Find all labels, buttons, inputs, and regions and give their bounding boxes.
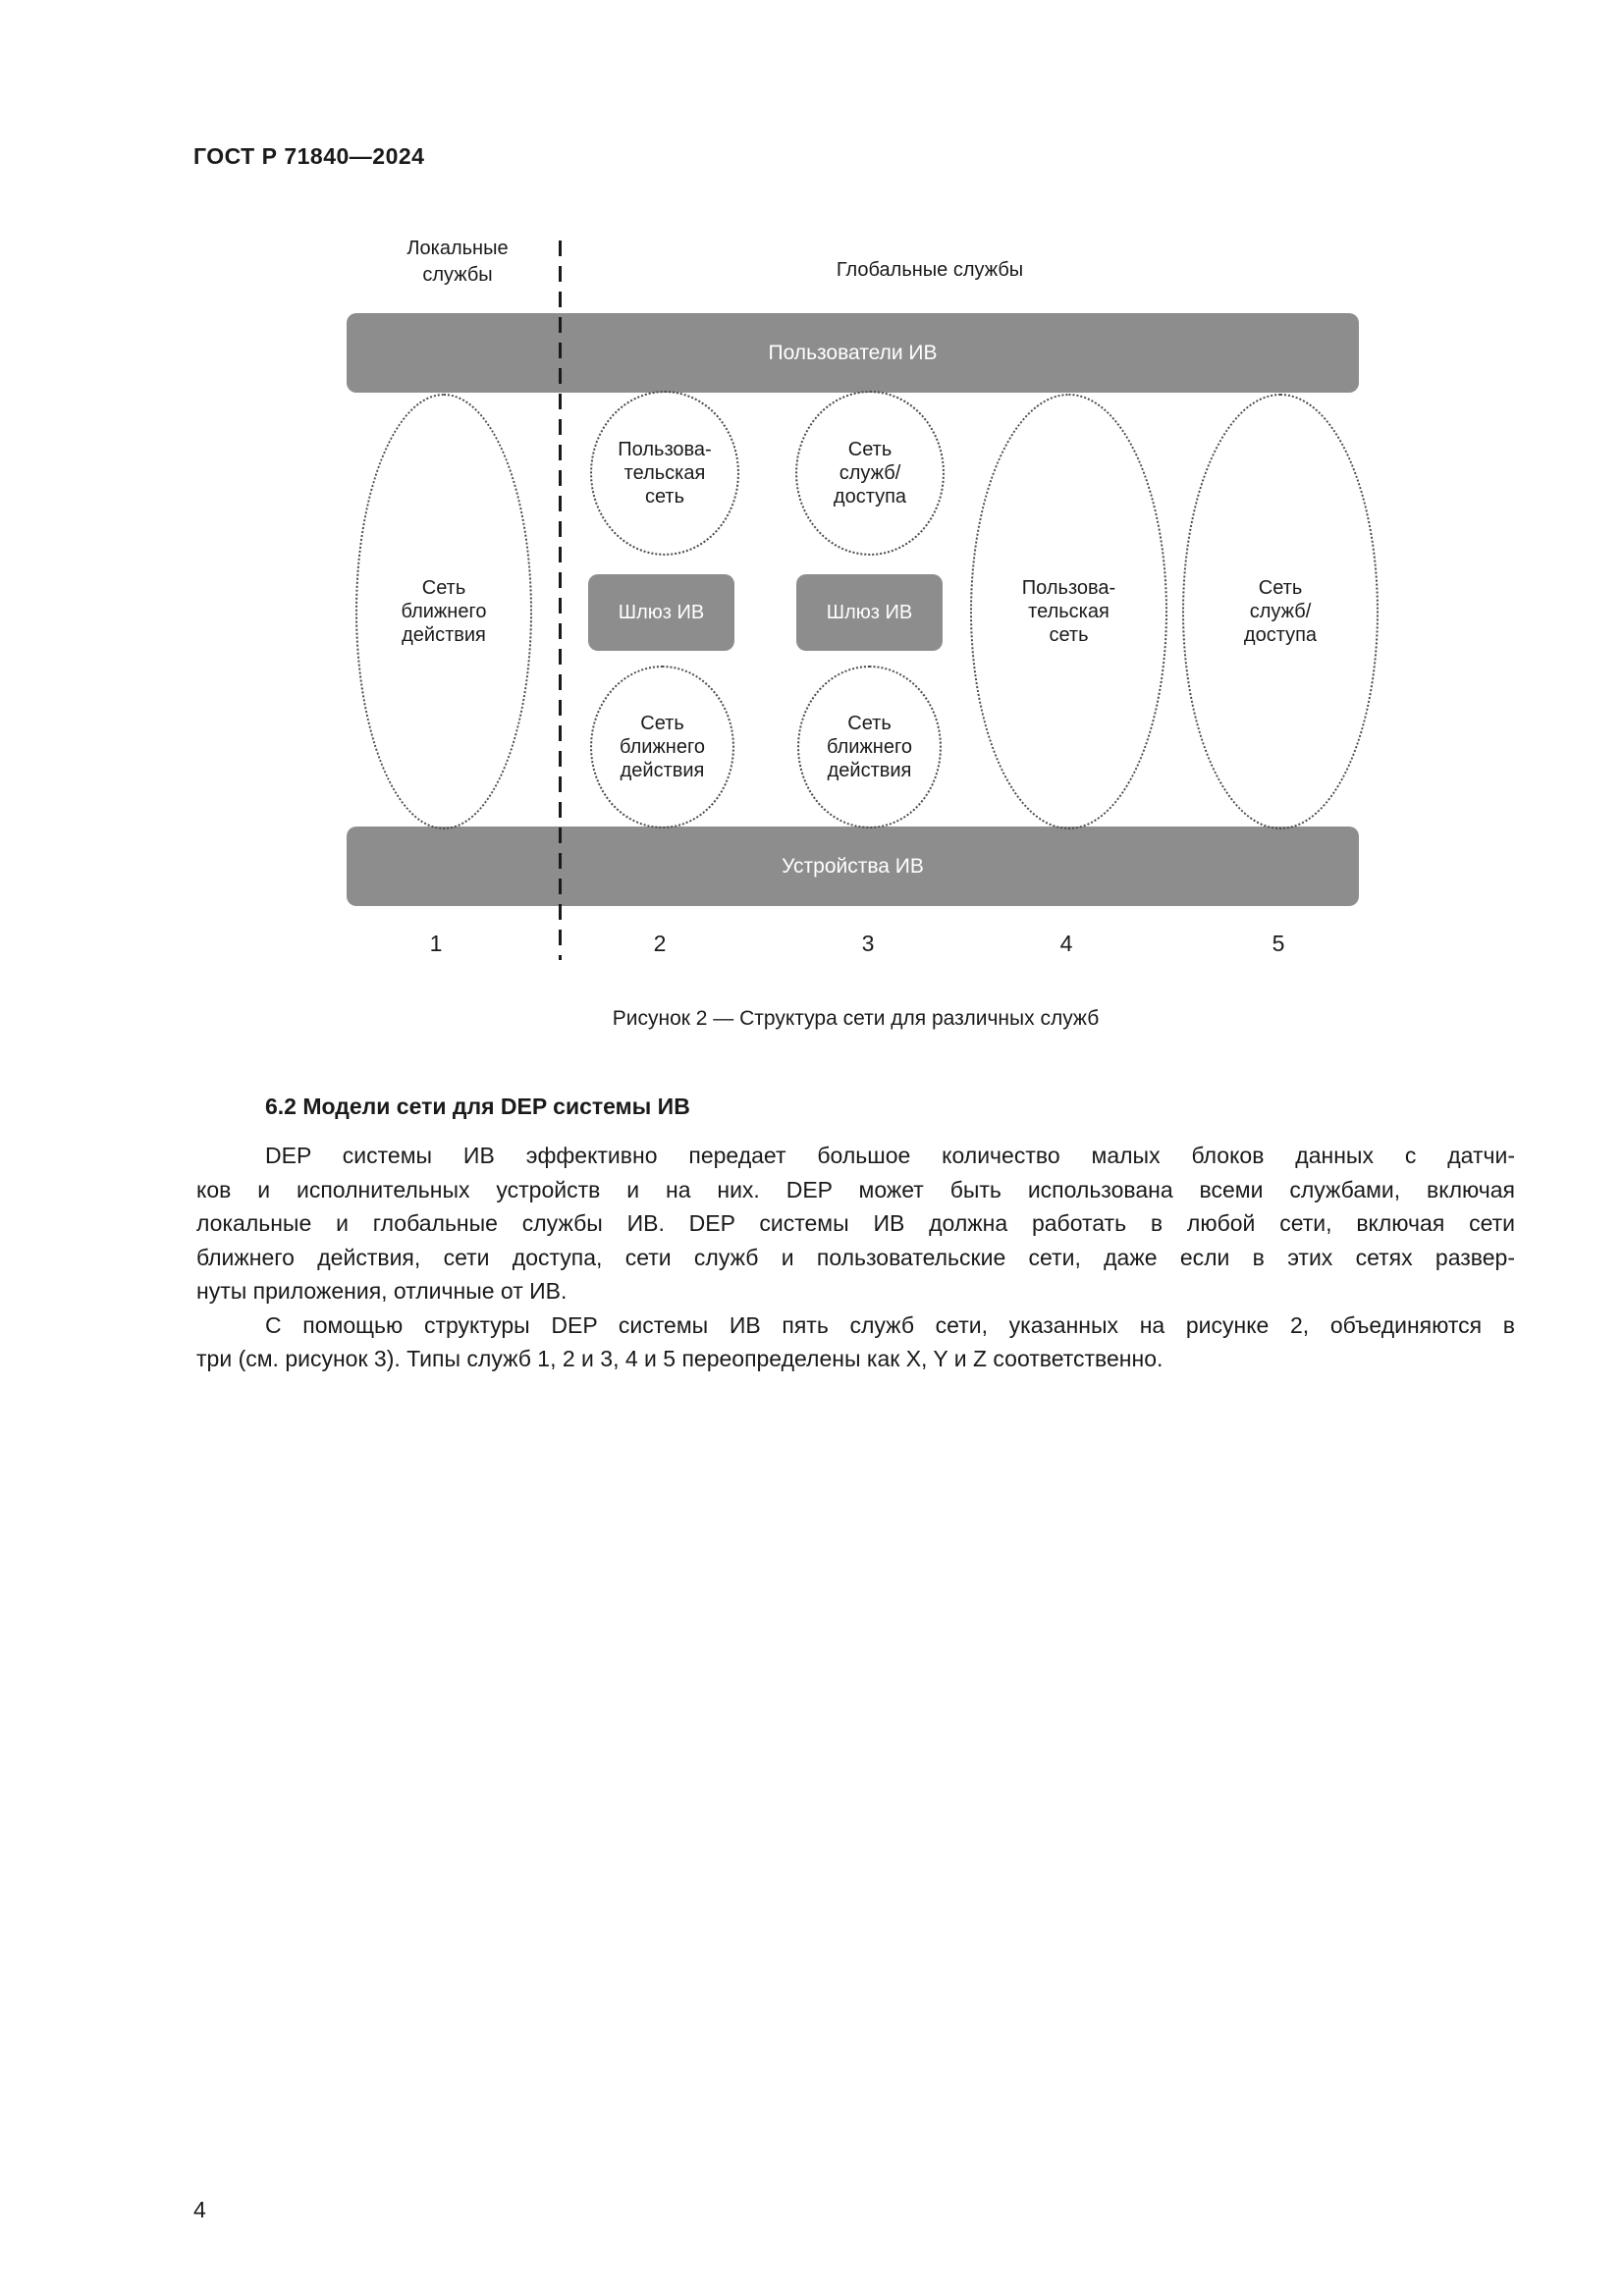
column-number-4: 4 <box>1059 931 1073 956</box>
section-heading: 6.2 Модели сети для DEP системы ИВ <box>265 1094 690 1119</box>
col2-iot-gateway-box: Шлюз ИВ <box>588 574 734 651</box>
paragraph-line: ков и исполнительных устройств и на них.… <box>196 1176 1515 1202</box>
paragraph-line: С помощью структуры DEP системы ИВ пять … <box>265 1311 1515 1338</box>
iot-devices-bar: Устройства ИВ <box>347 827 1359 906</box>
col5-service-access-network-ellipse: Сеть служб/ доступа <box>1182 394 1379 829</box>
paragraph-line: локальные и глобальные службы ИВ. DEP си… <box>196 1210 1515 1236</box>
zone-label-local-services: Локальные службы <box>406 238 509 286</box>
document-header: ГОСТ Р 71840—2024 <box>193 143 425 169</box>
col4-user-network-ellipse: Пользова- тельская сеть <box>970 394 1167 829</box>
figure-caption: Рисунок 2 — Структура сети для различных… <box>612 1007 1100 1030</box>
zone-label-global-services: Глобальные службы <box>836 259 1024 281</box>
col3-iot-gateway-box: Шлюз ИВ <box>796 574 943 651</box>
column-number-5: 5 <box>1272 931 1285 956</box>
col2-short-range-network-ellipse: Сеть ближнего действия <box>590 666 734 828</box>
col2-user-network-ellipse: Пользова- тельская сеть <box>590 391 739 556</box>
paragraph-line: три (см. рисунок 3). Типы служб 1, 2 и 3… <box>196 1346 1164 1371</box>
col3-service-access-network-ellipse: Сеть служб/ доступа <box>795 391 945 556</box>
paragraph-line: ближнего действия, сети доступа, сети сл… <box>196 1244 1515 1270</box>
column-number-2: 2 <box>653 931 667 956</box>
col1-short-range-network-ellipse: Сеть ближнего действия <box>355 394 532 829</box>
iot-users-bar: Пользователи ИВ <box>347 313 1359 393</box>
figure-2-diagram: Локальные службы Глобальные службы Польз… <box>0 0 1624 1080</box>
column-number-1: 1 <box>429 931 443 956</box>
page-number: 4 <box>193 2197 206 2222</box>
col3-short-range-network-ellipse: Сеть ближнего действия <box>797 666 942 828</box>
column-number-3: 3 <box>861 931 875 956</box>
local-global-divider-dashed-line <box>559 240 562 960</box>
paragraph-line: DEP системы ИВ эффективно передает больш… <box>265 1143 1515 1168</box>
body-text: DEP системы ИВ эффективно передает больш… <box>196 1139 1515 1376</box>
paragraph-line: нуты приложения, отличные от ИВ. <box>196 1278 568 1304</box>
